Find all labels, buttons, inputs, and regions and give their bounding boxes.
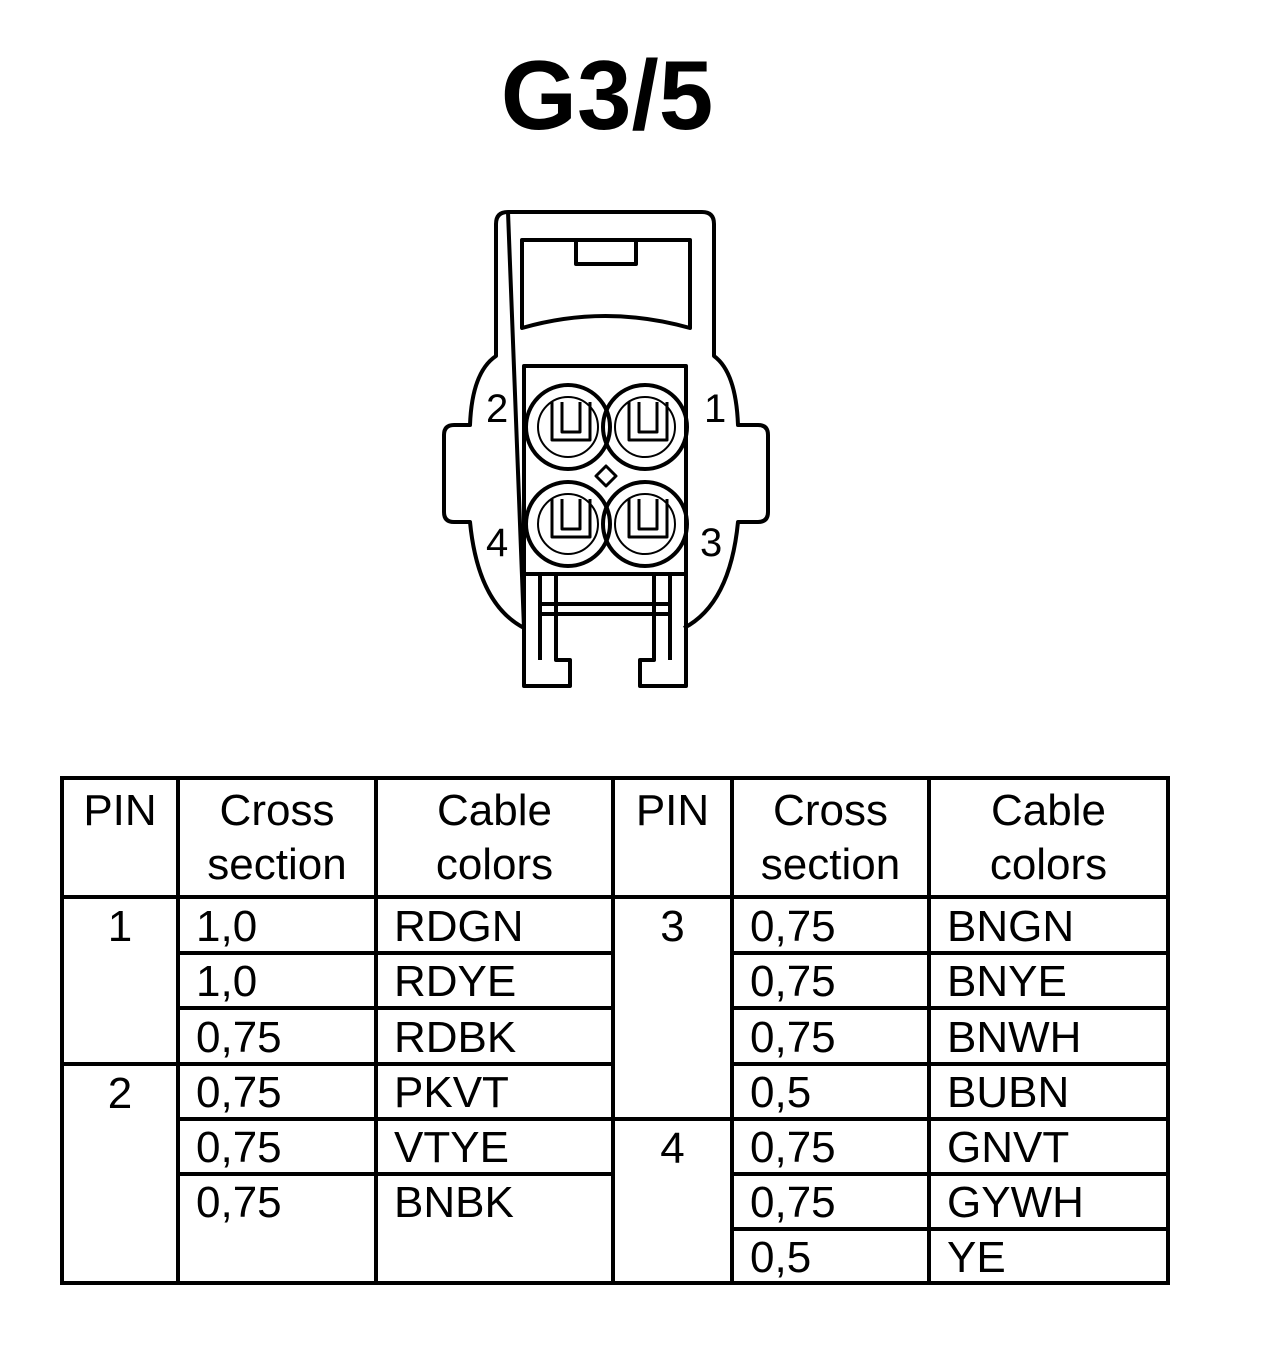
header-cable-line1: Cable bbox=[437, 786, 552, 835]
terminal-2 bbox=[524, 383, 612, 471]
right-cross-3: 0,75 bbox=[750, 1013, 836, 1062]
right-color-4: BUBN bbox=[947, 1068, 1070, 1117]
right-color-2: BNYE bbox=[947, 957, 1067, 1006]
header-cross-line2: section bbox=[207, 840, 347, 889]
header-cross-line1: Cross bbox=[219, 786, 335, 835]
left-cross-1: 1,0 bbox=[196, 902, 258, 951]
terminal-4 bbox=[524, 480, 612, 568]
right-cross-6: 0,75 bbox=[750, 1178, 836, 1227]
right-cross-7: 0,5 bbox=[750, 1233, 812, 1282]
header-cross-section-left: Cross section bbox=[178, 784, 376, 892]
right-color-1: BNGN bbox=[947, 902, 1075, 951]
left-color-5: VTYE bbox=[394, 1123, 509, 1172]
terminal-3 bbox=[601, 480, 689, 568]
right-color-5: GNVT bbox=[947, 1123, 1070, 1172]
left-color-4: PKVT bbox=[394, 1068, 509, 1117]
header-pin-text: PIN bbox=[83, 786, 157, 835]
right-cross-1: 0,75 bbox=[750, 902, 836, 951]
header-pin-text: PIN bbox=[635, 786, 710, 835]
header-cross-section-right: Cross section bbox=[732, 784, 929, 892]
header-cable-colors-right: Cable colors bbox=[929, 784, 1168, 892]
header-pin-left: PIN bbox=[62, 784, 178, 838]
pin-number-1: 1 bbox=[107, 902, 133, 951]
pin-label-4: 4 bbox=[486, 521, 508, 565]
header-cable-line2: colors bbox=[435, 840, 554, 889]
pin-label-1: 1 bbox=[704, 387, 726, 431]
pin-assignment-table bbox=[60, 776, 1170, 1285]
right-cross-4: 0,5 bbox=[750, 1068, 812, 1117]
diagram-title: G3/5 bbox=[500, 40, 714, 150]
pin-number-2: 2 bbox=[107, 1069, 133, 1118]
right-color-6: GYWH bbox=[947, 1178, 1084, 1227]
left-color-6: BNBK bbox=[394, 1178, 514, 1227]
pin-number-3: 3 bbox=[660, 902, 685, 951]
header-pin-right: PIN bbox=[613, 784, 732, 838]
connector-housing-outline bbox=[442, 210, 770, 630]
header-cable-colors-left: Cable colors bbox=[376, 784, 613, 892]
terminal-1 bbox=[601, 383, 689, 471]
right-cross-5: 0,75 bbox=[750, 1123, 836, 1172]
left-color-1: RDGN bbox=[394, 902, 524, 951]
center-diamond bbox=[594, 464, 618, 488]
pin-label-2: 2 bbox=[486, 387, 508, 431]
pin-number-4: 4 bbox=[660, 1124, 685, 1173]
terminal-cavity bbox=[522, 364, 688, 576]
left-cross-5: 0,75 bbox=[196, 1123, 282, 1172]
contact-4 bbox=[550, 499, 592, 539]
right-color-7: YE bbox=[947, 1233, 1006, 1282]
latch-window bbox=[520, 238, 692, 330]
header-cable-line1: Cable bbox=[991, 786, 1106, 835]
header-cable-line2: colors bbox=[989, 840, 1108, 889]
right-color-3: BNWH bbox=[947, 1013, 1082, 1062]
left-cross-6: 0,75 bbox=[196, 1178, 282, 1227]
header-cross-line2: section bbox=[760, 840, 901, 889]
pin-label-3: 3 bbox=[700, 521, 722, 565]
contact-1 bbox=[627, 402, 669, 442]
right-cross-2: 0,75 bbox=[750, 957, 836, 1006]
left-color-2: RDYE bbox=[394, 957, 517, 1006]
left-cross-4: 0,75 bbox=[196, 1068, 282, 1117]
contact-2 bbox=[550, 402, 592, 442]
latch-notch bbox=[574, 238, 638, 266]
connector-face-diagram: 2 1 4 3 bbox=[442, 210, 770, 688]
connector-legs bbox=[522, 574, 688, 688]
header-cross-line1: Cross bbox=[773, 786, 888, 835]
left-cross-3: 0,75 bbox=[196, 1013, 282, 1062]
contact-3 bbox=[627, 499, 669, 539]
left-color-3: RDBK bbox=[394, 1013, 517, 1062]
left-cross-2: 1,0 bbox=[196, 957, 258, 1006]
